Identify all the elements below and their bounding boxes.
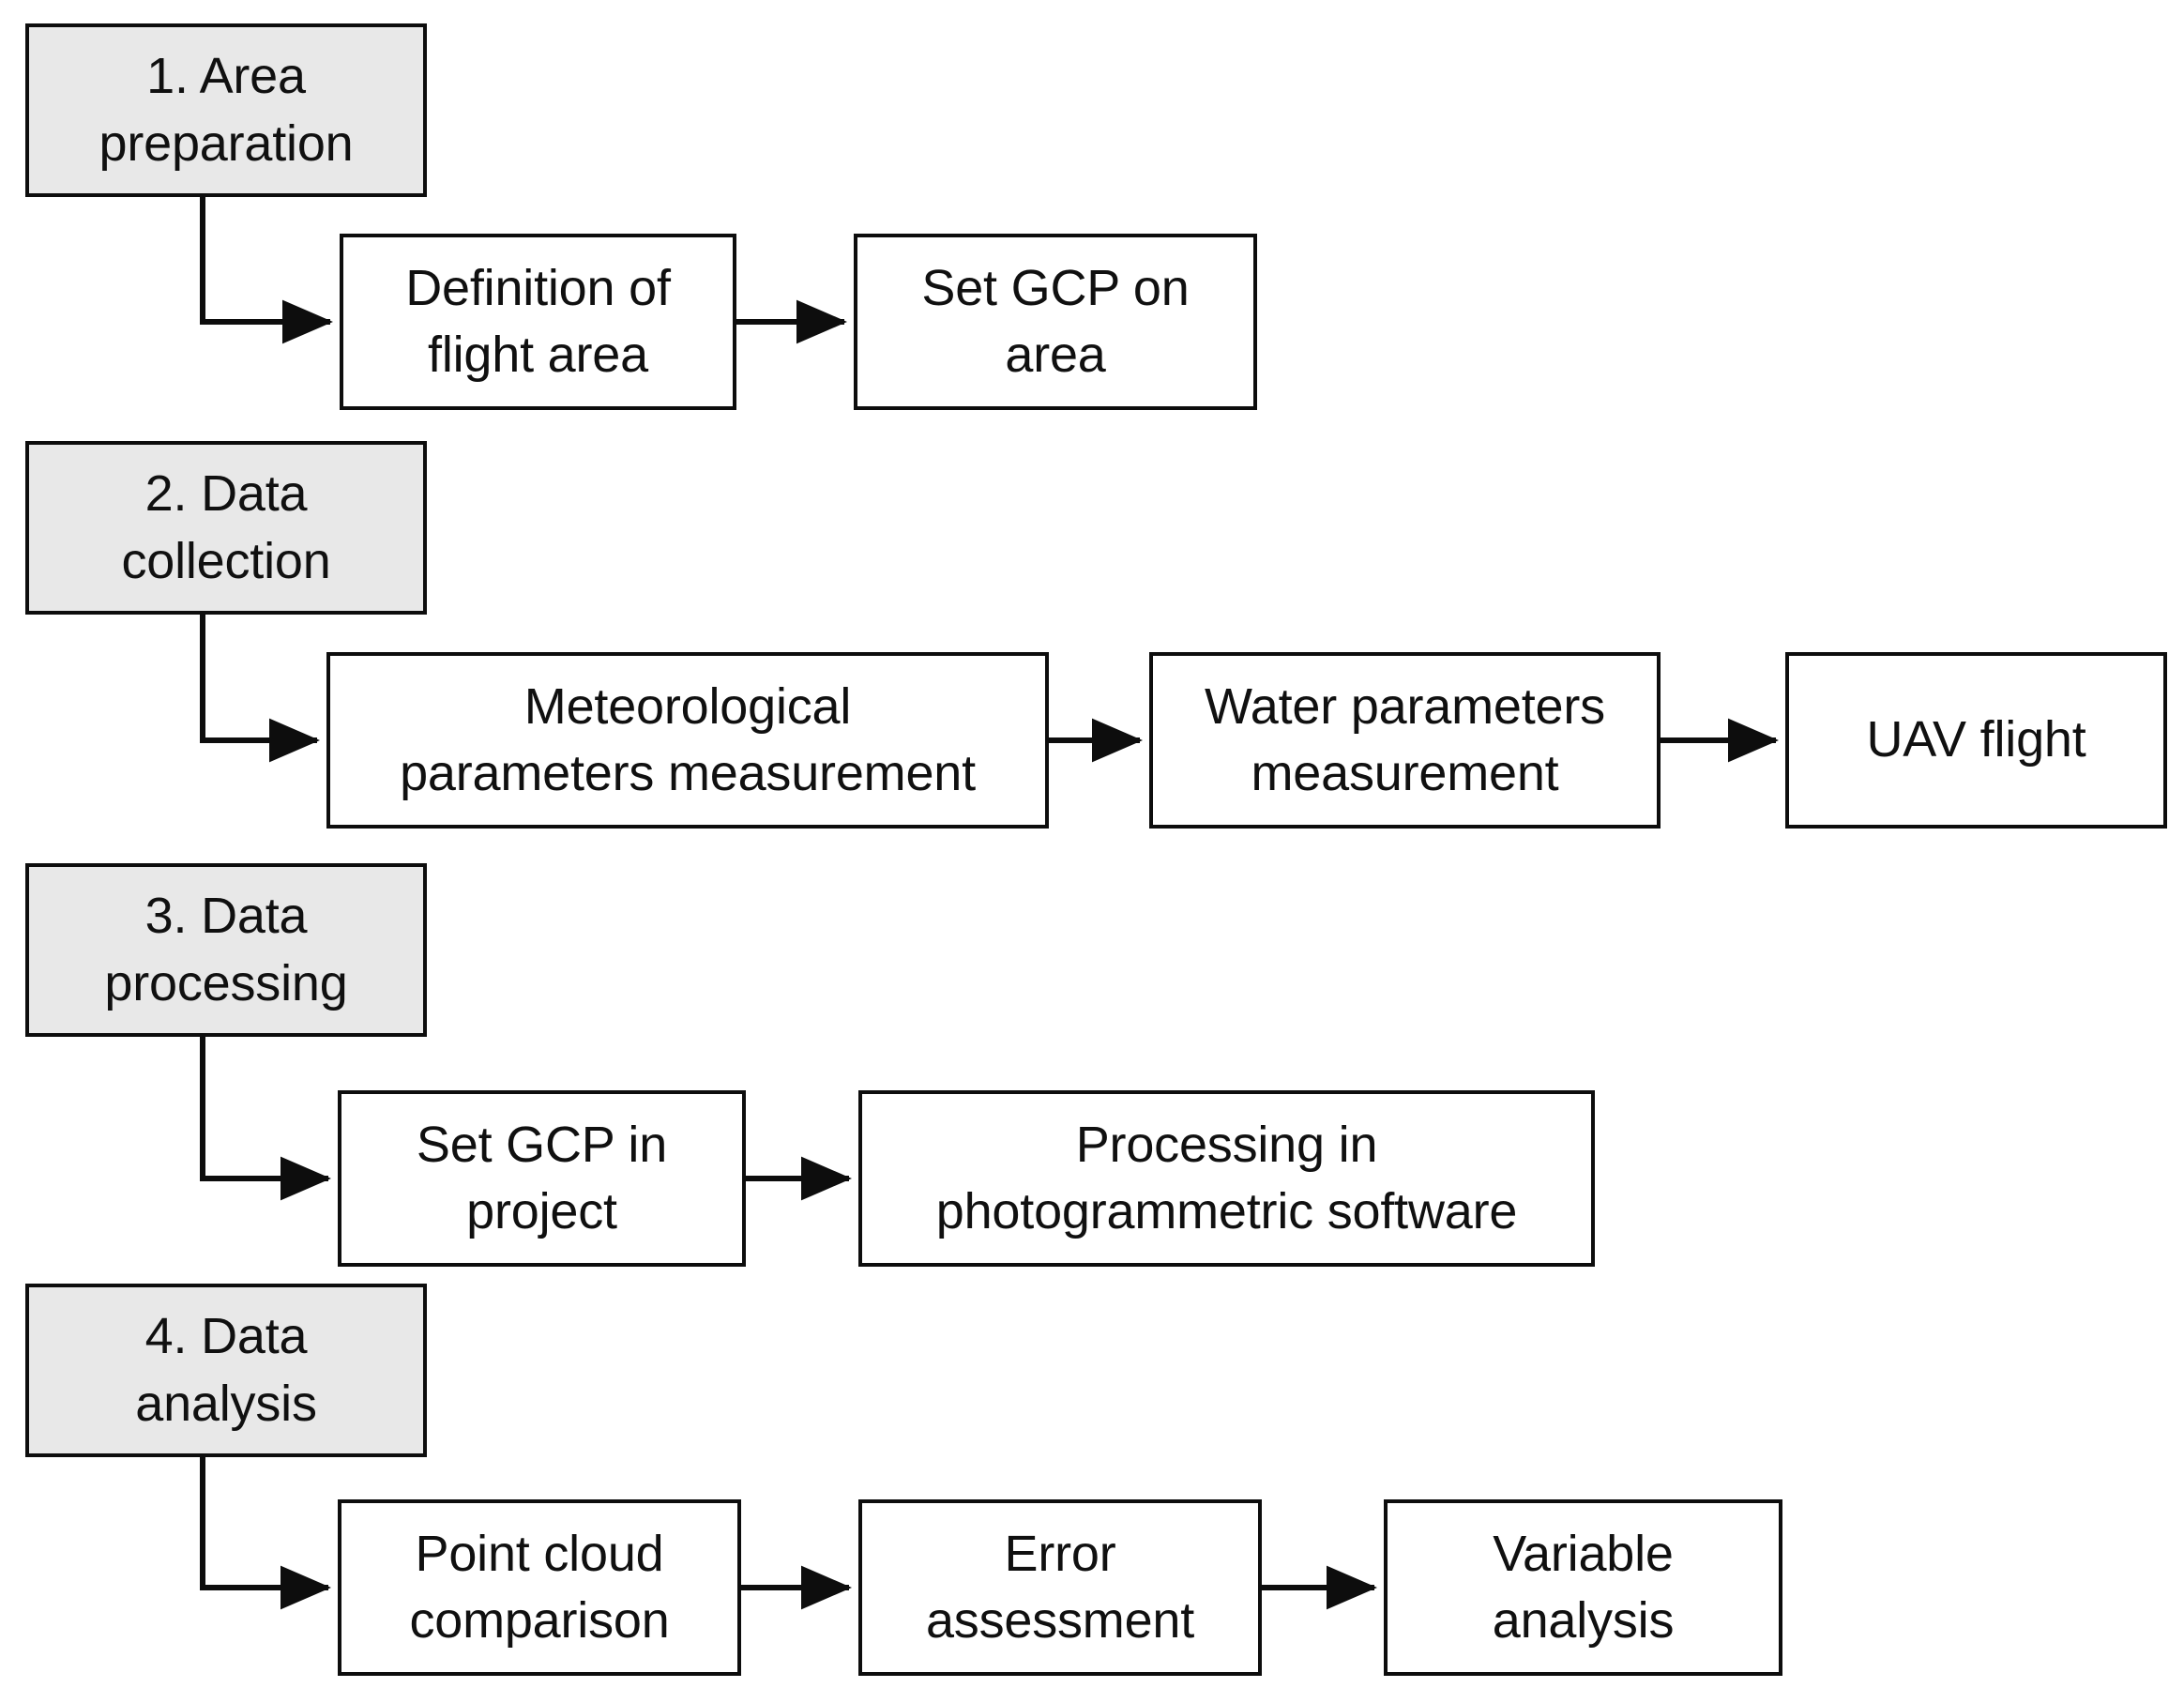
conn-stage1-step11: [200, 197, 333, 344]
step-box-uav-flight[interactable]: UAV flight: [1785, 652, 2167, 829]
conn-stage2-step21: [200, 615, 320, 763]
step-label-uav-flight: UAV flight: [1866, 711, 2086, 768]
conn-stage3-step31: [200, 1037, 331, 1201]
conn-stage4-step41: [200, 1457, 331, 1610]
